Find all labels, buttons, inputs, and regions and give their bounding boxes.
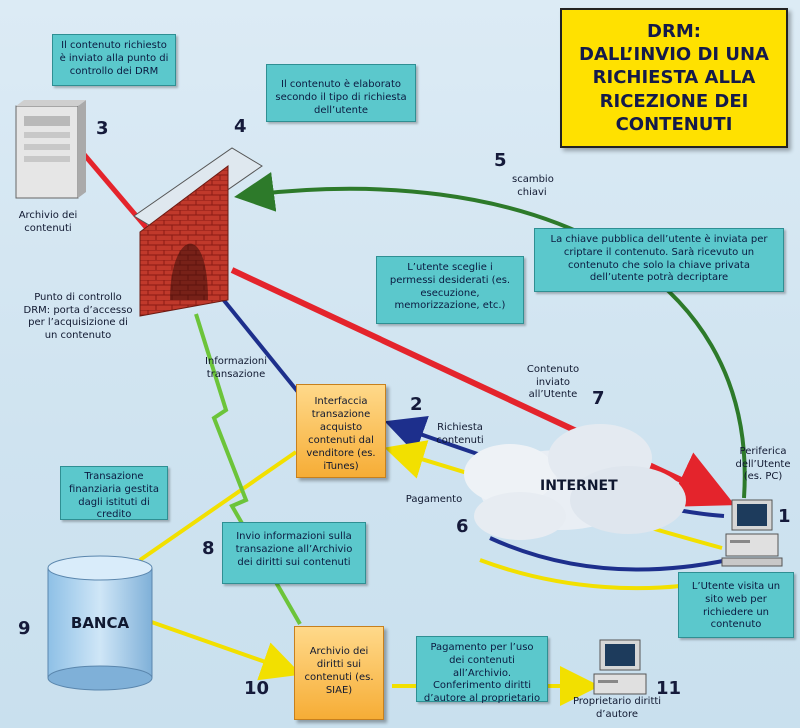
financial-transaction-box: Transazione finanziaria gestita dagli is… <box>60 466 168 520</box>
bank-to-rights-arrow <box>139 616 302 681</box>
key-exchange-label: scambio chiavi <box>512 174 554 198</box>
internet-label: INTERNET <box>540 478 618 494</box>
user-pc <box>721 499 783 567</box>
content-processed-box: Il contenuto è elaborato secondo il tipo… <box>266 64 416 122</box>
user-device-label: Periferica dell’Utente (es. PC) <box>735 446 791 482</box>
owner-pc <box>593 639 647 695</box>
internet-cloud <box>464 424 686 540</box>
purchase-interface-box: Interfaccia transazione acquisto contenu… <box>296 384 386 478</box>
step-number-4: 4 <box>234 116 247 137</box>
step-number-11: 11 <box>656 678 682 699</box>
title-box: DRM: DALL’INVIO DI UNA RICHIESTA ALLA RI… <box>560 8 788 148</box>
bank-cylinder <box>47 555 153 691</box>
step-number-9: 9 <box>18 618 31 639</box>
transaction-info-box: Invio informazioni sulla transazione all… <box>222 522 366 584</box>
bank-to-interface-line <box>138 450 298 562</box>
step-number-5: 5 <box>494 150 507 171</box>
rights-owner-label: Proprietario diritti d’autore <box>572 696 662 720</box>
user-permissions-box: L’utente sceglie i permessi desiderati (… <box>376 256 524 324</box>
step-number-1: 1 <box>778 506 791 527</box>
content-archive-label: Archivio dei contenuti <box>18 210 78 234</box>
firewall-to-interface-line <box>220 296 300 394</box>
step-number-6: 6 <box>456 516 469 537</box>
content-sent-box: Il contenuto richiesto è inviato alla pu… <box>52 34 176 86</box>
rights-archive-box: Archivio dei diritti sui contenuti (es. … <box>294 626 384 720</box>
step-number-7: 7 <box>592 388 605 409</box>
step-number-8: 8 <box>202 538 215 559</box>
content-sent-to-user-label: Contenuto inviato all’Utente <box>526 364 580 400</box>
content-archive-server <box>15 100 86 199</box>
step-number-3: 3 <box>96 118 109 139</box>
payment-label: Pagamento <box>405 494 463 505</box>
user-visit-box: L’Utente visita un sito web per richiede… <box>678 572 794 638</box>
step-number-2: 2 <box>410 394 423 415</box>
public-key-box: La chiave pubblica dell’utente è inviata… <box>534 228 784 292</box>
user-request-line <box>489 536 729 572</box>
bank-label: BANCA <box>70 614 130 632</box>
step-number-10: 10 <box>244 678 270 699</box>
content-request-label: Richiesta contenuti <box>436 422 484 446</box>
rights-payment-box: Pagamento per l’uso dei contenuti all’Ar… <box>416 636 548 704</box>
drm-checkpoint-label: Punto di controllo DRM: porta d’accesso … <box>23 292 133 341</box>
drm-firewall <box>133 147 263 317</box>
transaction-info-label: Informazioni transazione <box>205 356 267 380</box>
